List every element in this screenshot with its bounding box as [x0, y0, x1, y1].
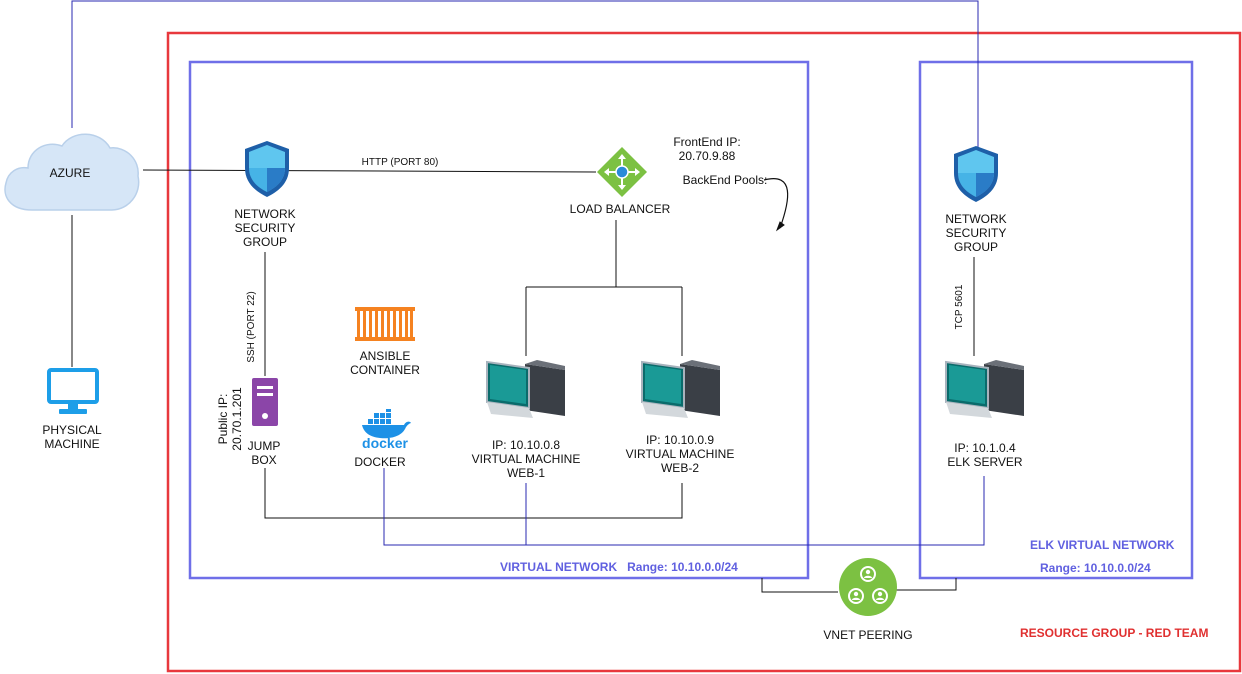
web2-label: IP: 10.10.0.9 VIRTUAL MACHINE WEB-2 [625, 433, 735, 475]
backend-pools-arrow [763, 178, 789, 229]
virtual-machine-icon [641, 360, 720, 418]
elk-vnet-label: ELK VIRTUAL NETWORK [1030, 538, 1175, 552]
backend-pools-label: BackEnd Pools: [682, 173, 768, 187]
shield-icon [954, 146, 998, 202]
nsg-right-label: NETWORK SECURITY GROUP [945, 212, 1007, 254]
container-icon [355, 307, 415, 341]
resource-group-label: RESOURCE GROUP - RED TEAM [1020, 626, 1209, 640]
ssh-port-label: SSH (PORT 22) [246, 291, 257, 363]
azure-label: AZURE [49, 166, 91, 180]
docker-icon [362, 409, 411, 439]
docker-label: DOCKER [354, 455, 406, 469]
cloud-icon [4, 133, 140, 211]
http-line [142, 169, 597, 173]
load-balancer-label: LOAD BALANCER [569, 202, 671, 216]
virtual-network-border [188, 60, 810, 580]
azure-to-elk-nsg-line [71, 0, 979, 152]
nsg-left-label: NETWORK SECURITY GROUP [234, 207, 296, 249]
vnet-peering-label: VNET PEERING [823, 628, 913, 642]
resource-group-border [166, 31, 1242, 673]
jump-box-label: JUMP BOX [247, 439, 281, 467]
shield-icon [245, 141, 289, 197]
tcp-port-label: TCP 5601 [954, 284, 965, 330]
elk-server-label: IP: 10.1.0.4 ELK SERVER [947, 441, 1023, 469]
server-icon [252, 378, 278, 426]
vnet-peering-icon [839, 558, 897, 616]
elk-vnet-border [918, 60, 1194, 580]
monitor-icon [47, 368, 99, 414]
virtual-machine-icon [486, 360, 565, 418]
virtual-machine-icon [945, 360, 1024, 418]
ansible-label: ANSIBLE CONTAINER [350, 349, 420, 377]
frontend-ip-label: FrontEnd IP: 20.70.9.88 [673, 135, 741, 163]
virtual-network-label: VIRTUAL NETWORK Range: 10.10.0.0/24 [500, 560, 738, 574]
web1-label: IP: 10.10.0.8 VIRTUAL MACHINE WEB-1 [471, 438, 581, 480]
docker-logo-text: docker [362, 435, 408, 451]
load-balancer-icon [597, 147, 647, 197]
elk-range-label: Range: 10.10.0.0/24 [1040, 561, 1151, 575]
physical-machine-label: PHYSICAL MACHINE [42, 423, 102, 451]
http-port-label: HTTP (PORT 80) [361, 157, 439, 168]
